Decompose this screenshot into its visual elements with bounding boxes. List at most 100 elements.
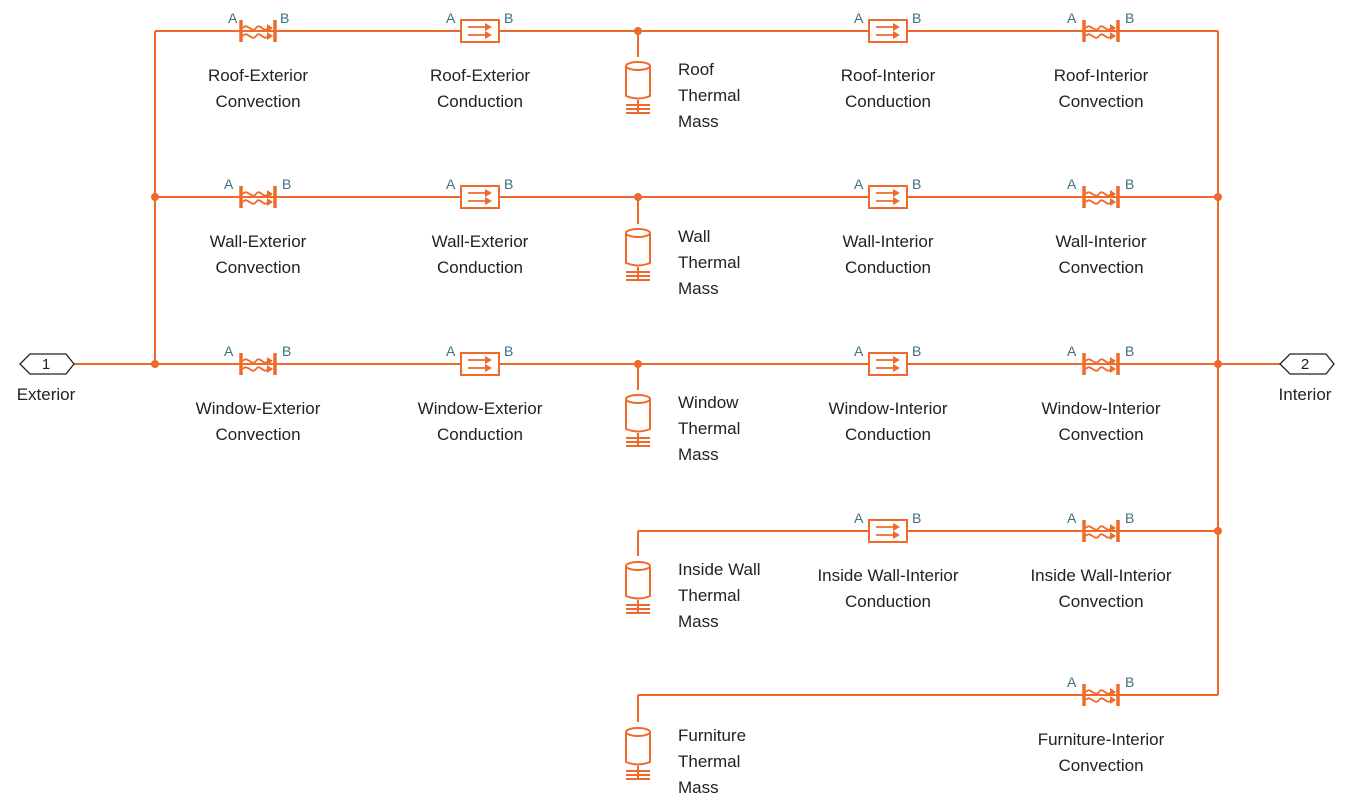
block-label-line2: Convection (1058, 425, 1143, 444)
block-label-line1: Window-Interior (1041, 399, 1160, 418)
block-label-line1: Wall (678, 227, 710, 246)
wires (74, 30, 1280, 722)
window-exterior-convection-block[interactable]: A B Window-Exterior Convection (196, 343, 321, 444)
port-a-label: A (854, 176, 864, 192)
block-label-line1: Window-Exterior (418, 399, 543, 418)
block-label-line1: Roof-Interior (841, 66, 936, 85)
roof-exterior-convection-block[interactable]: A B Roof-Exterior Convection (208, 10, 308, 111)
block-label-line3: Mass (678, 612, 719, 631)
block-label-line1: Window-Exterior (196, 399, 321, 418)
port-b-label: B (912, 10, 921, 26)
port-b-label: B (1125, 674, 1134, 690)
block-label-line2: Thermal (678, 253, 740, 272)
block-label-line2: Convection (215, 425, 300, 444)
junctions (151, 27, 1222, 535)
port-b-label: B (282, 343, 291, 359)
port-a-label: A (854, 510, 864, 526)
junction-dot (634, 193, 642, 201)
junction-dot (1214, 193, 1222, 201)
window-exterior-conduction-block[interactable]: A B Window-Exterior Conduction (418, 343, 543, 444)
block-label-line3: Mass (678, 778, 719, 797)
roof-interior-convection-block[interactable]: A B Roof-Interior Convection (1054, 10, 1149, 111)
port-a-label: A (228, 10, 238, 26)
port-a-label: A (1067, 176, 1077, 192)
block-label-line2: Conduction (845, 92, 931, 111)
block-label-line1: Window (678, 393, 739, 412)
port-b-label: B (504, 176, 513, 192)
block-label-line2: Thermal (678, 419, 740, 438)
wall-exterior-convection-block[interactable]: A B Wall-Exterior Convection (210, 176, 307, 277)
furniture-interior-convection-block[interactable]: A B Furniture-Interior Convection (1038, 674, 1165, 775)
block-label-line1: Furniture (678, 726, 746, 745)
block-label-line2: Thermal (678, 752, 740, 771)
port-a-label: A (224, 343, 234, 359)
block-label-line1: Window-Interior (828, 399, 947, 418)
block-label-line1: Roof (678, 60, 714, 79)
roof-interior-conduction-block[interactable]: A B Roof-Interior Conduction (841, 10, 936, 111)
block-label-line2: Convection (1058, 92, 1143, 111)
junction-dot (1214, 527, 1222, 535)
block-label-line1: Roof-Exterior (430, 66, 530, 85)
wall-thermal-mass-block[interactable]: Wall Thermal Mass (625, 227, 740, 298)
window-thermal-mass-block[interactable]: Window Thermal Mass (625, 393, 740, 464)
interior-port[interactable]: 2 Interior (1279, 353, 1335, 404)
port-a-label: A (854, 10, 864, 26)
port-a-label: A (446, 343, 456, 359)
block-label-line1: Wall-Exterior (432, 232, 529, 251)
block-label-line1: Inside Wall-Interior (1030, 566, 1171, 585)
interior-port-number: 2 (1301, 356, 1309, 373)
wall-interior-convection-block[interactable]: A B Wall-Interior Convection (1056, 176, 1147, 277)
port-b-label: B (1125, 343, 1134, 359)
block-label-line1: Inside Wall-Interior (817, 566, 958, 585)
junction-dot (151, 360, 159, 368)
block-label-line2: Conduction (845, 258, 931, 277)
window-interior-convection-block[interactable]: A B Window-Interior Convection (1041, 343, 1160, 444)
block-label-line1: Wall-Interior (843, 232, 934, 251)
wall-interior-conduction-block[interactable]: A B Wall-Interior Conduction (843, 176, 934, 277)
wall-exterior-conduction-block[interactable]: A B Wall-Exterior Conduction (432, 176, 529, 277)
block-label-line2: Conduction (437, 258, 523, 277)
port-b-label: B (912, 510, 921, 526)
port-a-label: A (1067, 10, 1077, 26)
port-a-label: A (446, 10, 456, 26)
port-a-label: A (446, 176, 456, 192)
exterior-port-number: 1 (42, 356, 50, 373)
port-b-label: B (1125, 510, 1134, 526)
window-interior-conduction-block[interactable]: A B Window-Interior Conduction (828, 343, 947, 444)
block-label-line2: Conduction (845, 592, 931, 611)
block-label-line1: Wall-Exterior (210, 232, 307, 251)
block-label-line1: Wall-Interior (1056, 232, 1147, 251)
block-label-line2: Convection (1058, 258, 1143, 277)
furniture-thermal-mass-block[interactable]: Furniture Thermal Mass (625, 726, 746, 797)
inside-wall-interior-conduction-block[interactable]: A B Inside Wall-Interior Conduction (817, 510, 958, 611)
exterior-port[interactable]: 1 Exterior (17, 353, 76, 404)
port-b-label: B (912, 343, 921, 359)
port-b-label: B (280, 10, 289, 26)
port-b-label: B (282, 176, 291, 192)
roof-thermal-mass-block[interactable]: Roof Thermal Mass (625, 60, 740, 131)
block-label-line2: Convection (1058, 756, 1143, 775)
junction-dot (1214, 360, 1222, 368)
port-b-label: B (912, 176, 921, 192)
port-b-label: B (1125, 176, 1134, 192)
junction-dot (634, 27, 642, 35)
block-label-line3: Mass (678, 279, 719, 298)
roof-exterior-conduction-block[interactable]: A B Roof-Exterior Conduction (430, 10, 530, 111)
block-label-line2: Thermal (678, 586, 740, 605)
port-b-label: B (504, 343, 513, 359)
interior-port-label: Interior (1279, 385, 1332, 404)
junction-dot (151, 193, 159, 201)
block-label-line2: Conduction (437, 92, 523, 111)
block-label-line2: Conduction (437, 425, 523, 444)
port-b-label: B (1125, 10, 1134, 26)
block-label-line2: Conduction (845, 425, 931, 444)
block-label-line3: Mass (678, 112, 719, 131)
inside-wall-thermal-mass-block[interactable]: Inside Wall Thermal Mass (625, 560, 761, 631)
port-a-label: A (1067, 510, 1077, 526)
block-label-line2: Convection (215, 92, 300, 111)
port-b-label: B (504, 10, 513, 26)
exterior-port-label: Exterior (17, 385, 76, 404)
port-a-label: A (1067, 343, 1077, 359)
inside-wall-interior-convection-block[interactable]: A B Inside Wall-Interior Convection (1030, 510, 1171, 611)
